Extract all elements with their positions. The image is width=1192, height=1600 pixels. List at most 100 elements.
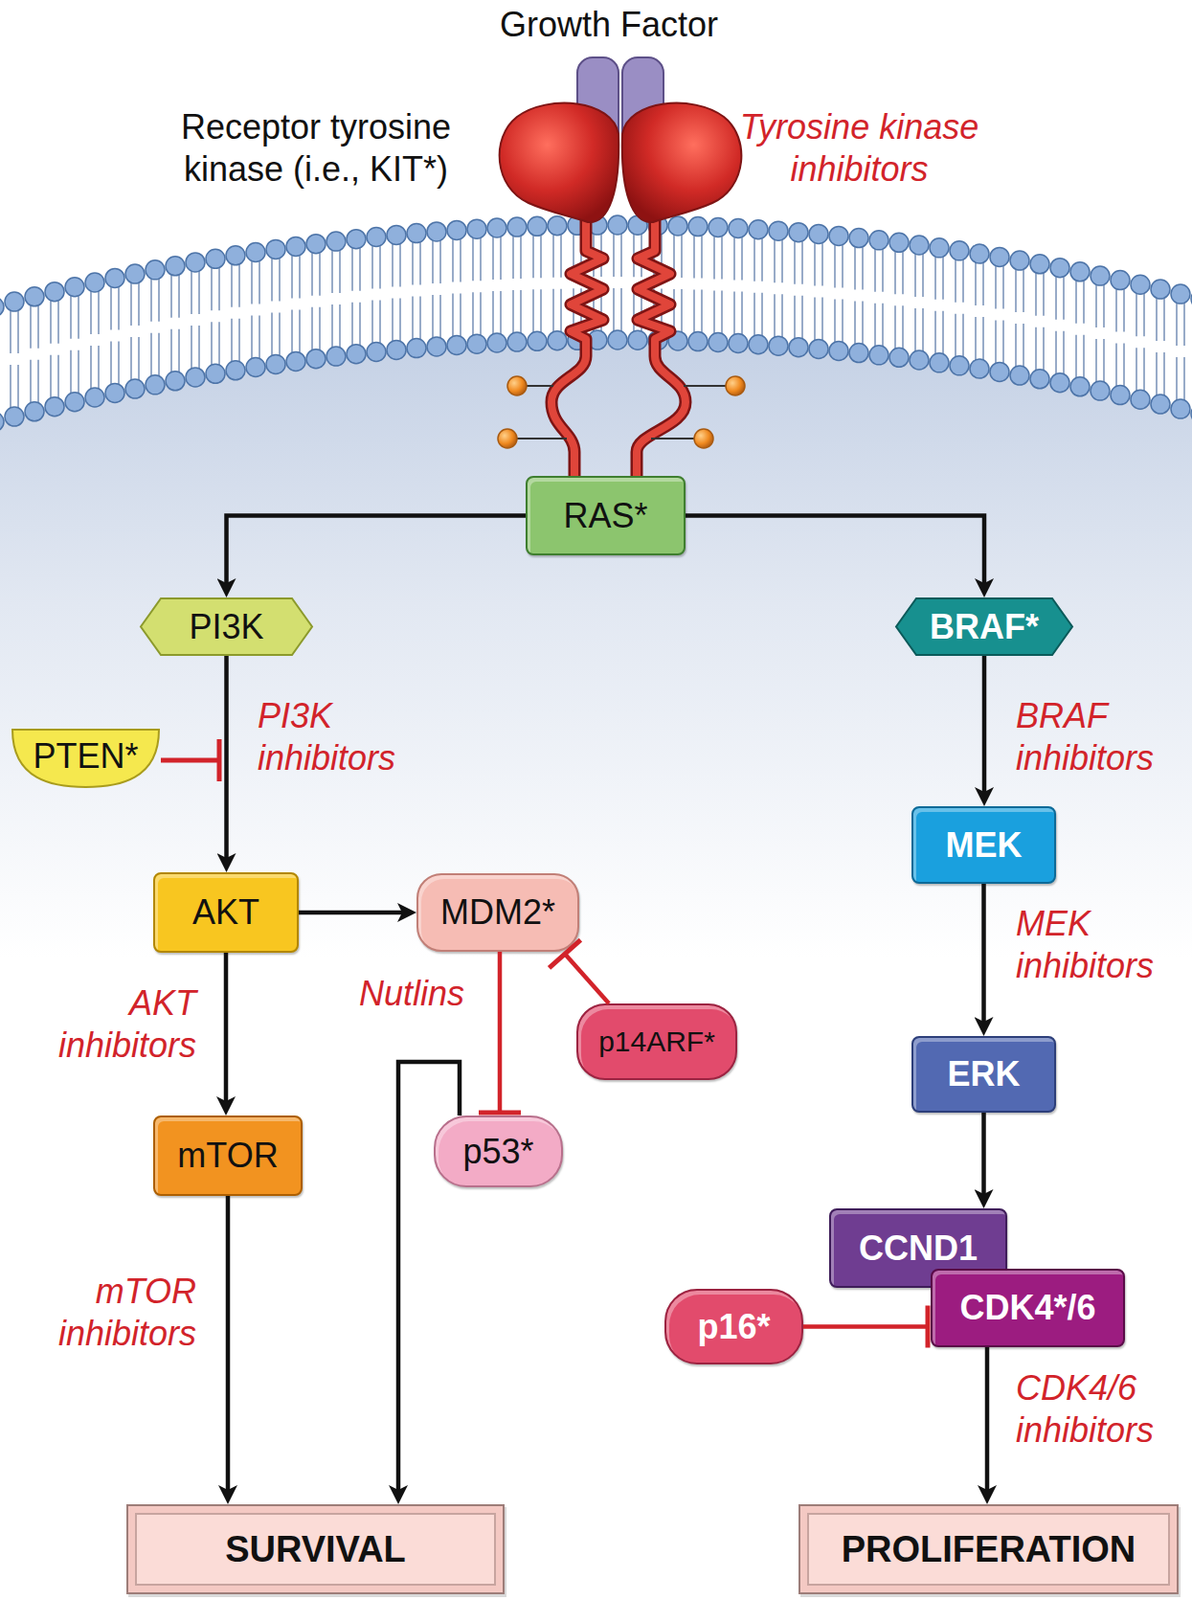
lipid-head (788, 223, 809, 243)
activation-arrow (984, 655, 986, 792)
lipid-head (849, 228, 869, 248)
lipid-head (607, 215, 628, 235)
lipid-head (1050, 258, 1070, 278)
lipid-head (829, 225, 849, 246)
lipid-head (406, 224, 427, 244)
lipid-head (105, 268, 125, 288)
lipid-head (427, 337, 447, 357)
hexagon-shape (896, 598, 1073, 655)
lipid-tail (312, 251, 320, 352)
phosphate-stick (515, 437, 567, 440)
activation-arrow (987, 1347, 989, 1490)
node-label: RAS* (562, 496, 648, 536)
lipid-head (406, 338, 427, 359)
lipid-head (1030, 254, 1050, 274)
lipid-head (708, 332, 728, 352)
inhibition-bar (549, 940, 582, 968)
activation-arrow (225, 655, 227, 858)
lipid-head (225, 360, 246, 381)
connector-line (685, 516, 985, 585)
kinase-hexagon: BRAF* (895, 597, 1074, 656)
inhibitor-label: mTOR inhibitors (28, 1270, 197, 1355)
lipid-head (1090, 381, 1110, 401)
lipid-head (105, 382, 125, 403)
lipid-head (1170, 284, 1191, 304)
node-label: MDM2* (440, 893, 556, 932)
lipid-head (205, 248, 225, 269)
lipid-tail (432, 239, 441, 339)
lipid-head (65, 277, 85, 297)
lipid-tail (10, 309, 19, 409)
lipid-tail (995, 264, 1004, 364)
inhibition-bar (925, 1305, 931, 1349)
lipid-tail (452, 237, 461, 338)
lipid-head (467, 334, 487, 354)
protein-pill: p14ARF* (576, 1003, 738, 1080)
connector-line (981, 1112, 987, 1194)
activation-arrow (983, 1112, 985, 1194)
lipid-head (246, 358, 266, 378)
inhibitor-label: Nutlins (359, 972, 494, 1015)
lipid-tail (613, 232, 622, 333)
lipid-tail (935, 255, 944, 356)
node-label: PTEN* (32, 737, 138, 776)
lipid-head (205, 363, 225, 383)
phosphate-ball (725, 376, 745, 396)
lipid-tail (1076, 279, 1084, 380)
lipid-tail (1136, 292, 1145, 392)
lipid-head (427, 222, 447, 242)
lipid-head (829, 340, 849, 360)
lipid-head (346, 229, 366, 249)
lipid-head (286, 236, 306, 256)
lipid-tail (1056, 275, 1064, 376)
phosphate-ball (507, 376, 527, 396)
lipid-head (1070, 262, 1090, 282)
lipid-tail (1096, 283, 1104, 383)
phosphate-stick (683, 384, 728, 387)
connector-line (226, 516, 527, 585)
lipid-head (547, 331, 567, 351)
lipid-head (909, 235, 929, 255)
receptor-illustration (497, 57, 745, 484)
lipid-head (768, 336, 788, 356)
lipid-head (4, 292, 24, 312)
connector-line (225, 1195, 231, 1490)
lipid-head (326, 346, 346, 366)
lipid-tail (955, 258, 964, 359)
part-name: Growth Factor (417, 3, 801, 46)
lipid-tail (754, 237, 763, 338)
lipid-tail (513, 234, 521, 335)
lipid-head (326, 231, 346, 251)
lipid-head (1090, 266, 1110, 286)
lipid-tail (674, 233, 682, 334)
lipid-tail (30, 304, 39, 405)
activation-arrow (227, 1195, 229, 1490)
lipid-head (969, 244, 990, 264)
lipid-head (688, 217, 708, 237)
lipid-head (85, 272, 105, 293)
node-label: p53* (462, 1132, 534, 1171)
inhibitor-label: AKT inhibitors (28, 982, 197, 1067)
lipid-head (225, 246, 246, 266)
lipid-tail (231, 263, 240, 363)
lipid-tail (251, 260, 260, 360)
lipid-tail (975, 261, 984, 361)
inhibition-connector (803, 1305, 928, 1349)
lipid-tail (915, 252, 923, 353)
lipid-head (708, 217, 728, 237)
lipid-head (748, 335, 768, 355)
protein-pill: MDM2* (416, 873, 580, 952)
lipid-head (1150, 394, 1170, 414)
node-label: SURVIVAL (224, 1529, 406, 1569)
receptor-chain (636, 218, 686, 484)
lipid-head (386, 339, 406, 360)
part-name: Receptor tyrosine kinase (i.e., KIT*) (153, 106, 479, 191)
lipid-head (125, 379, 145, 399)
receptor-chain-outline (636, 218, 686, 484)
lipid-head (909, 350, 929, 370)
connector-line (298, 910, 403, 916)
lipid-head (849, 343, 869, 363)
lipid-tail (895, 249, 903, 350)
kinase-box: ERK (911, 1035, 1057, 1113)
